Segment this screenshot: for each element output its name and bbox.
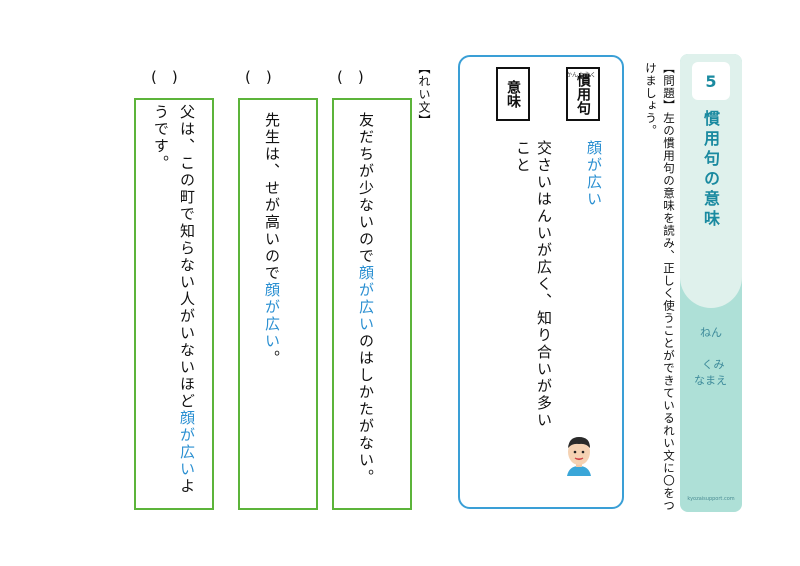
meaning-label: 意味 (496, 67, 530, 121)
answer-box-3 (134, 98, 214, 510)
sentence-before: 父は、この町で知らない人がいないほど (178, 104, 196, 410)
meaning-text: 交さいはんいが広く、知り合いが多いこと (514, 140, 553, 429)
sheet-number: 5 (692, 62, 730, 100)
answer-box-2 (238, 98, 318, 510)
sentence-idiom: 顔が広い (357, 265, 375, 333)
question-instruction: 【問題】左の慣用句の意味を読み、正しく使うことができているれい文に〇をつけましょ… (644, 62, 676, 512)
answer-paren-3[interactable]: ( ) (151, 68, 178, 86)
idiom-panel (458, 55, 624, 509)
idiom-label: 慣用句 (566, 67, 600, 121)
boy-avatar-icon (567, 437, 591, 476)
example-sentence-3: 父は、この町で知らない人がいないほど顔が広いようです。 (148, 104, 200, 500)
example-sentence-2: 先生は、せが高いので顔が広い。 (259, 112, 285, 367)
sheet-title: 慣用句の意味 (701, 110, 720, 230)
example-tag: 【れい文】 (417, 62, 431, 127)
sentence-after: 。 (263, 350, 281, 367)
sentence-before: 友だちが少ないので (357, 112, 375, 265)
sentence-before: 先生は、せが高いので (263, 112, 281, 282)
grade-field[interactable]: ねん (700, 326, 722, 339)
example-sentence-1: 友だちが少ないので顔が広いのはしかたがない。 (353, 112, 379, 486)
sentence-idiom: 顔が広い (263, 282, 281, 350)
answer-paren-1[interactable]: ( ) (337, 68, 364, 86)
answer-paren-2[interactable]: ( ) (245, 68, 272, 86)
sentence-after: ようです。 (152, 104, 196, 495)
sidebar: 5 慣用句の意味 ねん くみ なまえ kyozaisupport.com (680, 54, 742, 512)
idiom-text: 顔が広い (585, 140, 603, 208)
name-field[interactable]: なまえ (694, 374, 727, 387)
site-credit: kyozaisupport.com (687, 496, 735, 502)
class-field[interactable]: くみ (702, 358, 725, 371)
sentence-idiom: 顔が広い (178, 410, 196, 478)
furigana: かんようく (566, 72, 597, 79)
sentence-after: のはしかたがない。 (357, 333, 375, 486)
answer-box-1 (332, 98, 412, 510)
